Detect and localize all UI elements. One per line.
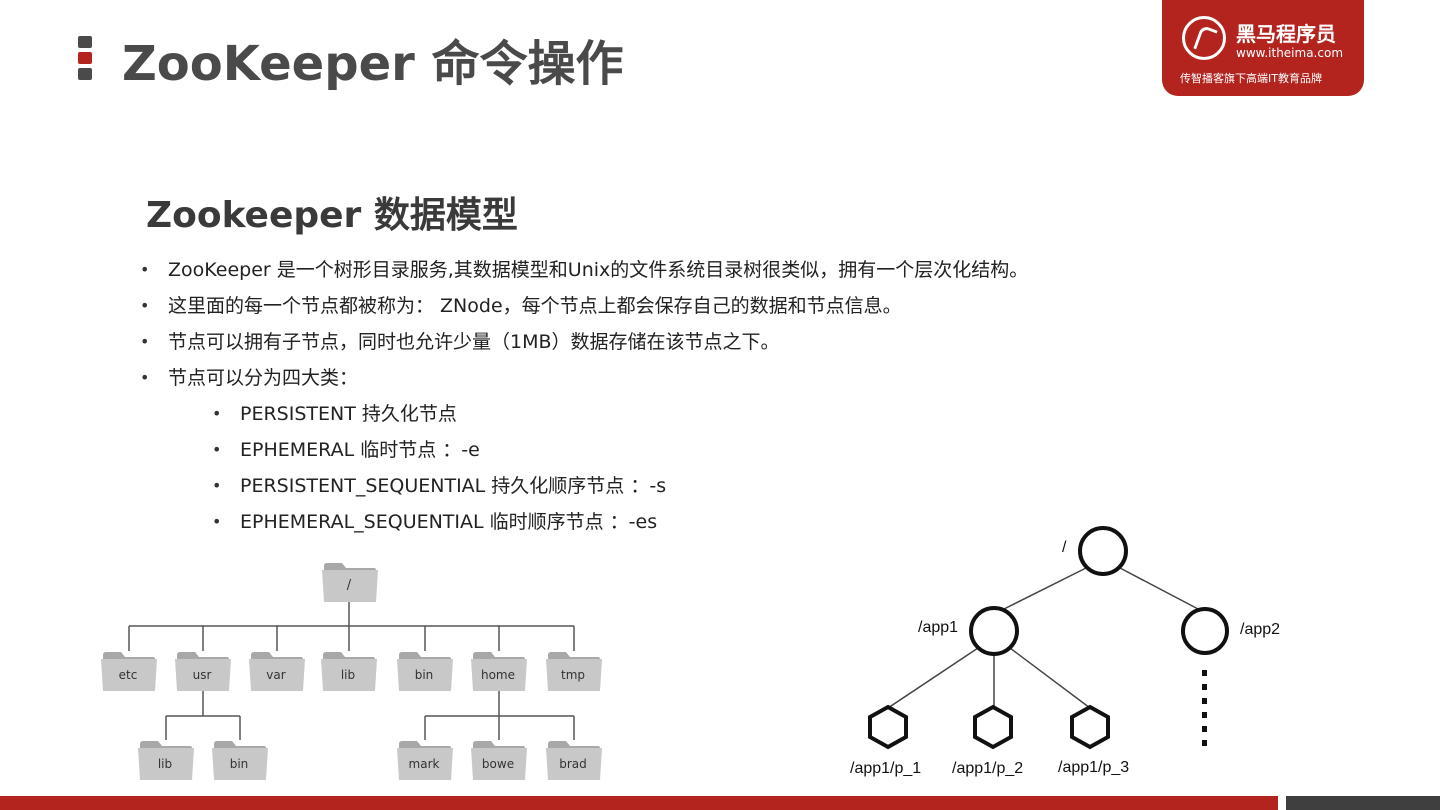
bullet-item: ZooKeeper 是一个树形目录服务,其数据模型和Unix的文件系统目录树很类… <box>140 252 1028 288</box>
sub-bullet-item: EPHEMERAL 临时节点 ：-e <box>212 432 1028 468</box>
folder-icon: lib <box>321 652 377 691</box>
znode-label-app2: /app2 <box>1240 621 1280 638</box>
folder-label: bin <box>415 668 434 682</box>
logo-name: 黑马程序员 <box>1236 22 1336 46</box>
folder-icon: tmp <box>546 652 602 691</box>
znode-p3 <box>1070 704 1110 750</box>
bullet-list: ZooKeeper 是一个树形目录服务,其数据模型和Unix的文件系统目录树很类… <box>140 252 1028 540</box>
folder-icon: mark <box>397 741 453 780</box>
sub-bullet-item: PERSISTENT 持久化节点 <box>212 396 1028 432</box>
bullet-item: 这里面的每一个节点都被称为： ZNode，每个节点上都会保存自己的数据和节点信息… <box>140 288 1028 324</box>
znode-p1 <box>868 704 908 750</box>
ellipsis-dots-icon <box>1202 670 1207 746</box>
title-marker-block-bottom <box>78 68 92 80</box>
title-marker-block-top <box>78 36 92 48</box>
folder-icon: bin <box>212 741 268 780</box>
folder-icon: bowe <box>471 741 527 780</box>
znode-app2 <box>1181 607 1229 655</box>
folder-label: usr <box>193 668 212 682</box>
folder-icon: lib <box>138 741 194 780</box>
znode-label-app1: /app1 <box>918 619 958 636</box>
logo-slogan: 传智播客旗下高端IT教育品牌 <box>1180 72 1322 85</box>
folder-label-root: / <box>347 578 352 593</box>
title-marker <box>78 36 92 84</box>
znode-app1 <box>969 606 1019 656</box>
folder-icon: var <box>249 652 305 691</box>
folder-tree-connectors <box>128 602 575 740</box>
znode-p2 <box>973 704 1013 750</box>
folder-icon: usr <box>175 652 231 691</box>
znode-connectors <box>887 567 1201 709</box>
znode-connector <box>887 647 979 709</box>
horse-logo-icon <box>1182 16 1226 60</box>
footer-bar-dark <box>1286 796 1440 810</box>
section-title: Zookeeper 数据模型 <box>146 195 518 236</box>
folder-label: bowe <box>482 757 514 771</box>
bullet-item: 节点可以分为四大类： <box>140 360 1028 396</box>
folder-label: var <box>266 668 285 682</box>
znode-label-p1: /app1/p_1 <box>850 760 921 777</box>
folder-icon: home <box>471 652 527 691</box>
znode-connector <box>1001 567 1087 611</box>
folder-label: tmp <box>561 668 585 682</box>
folder-label: bin <box>230 757 249 771</box>
brand-logo: 黑马程序员 www.itheima.com 传智播客旗下高端IT教育品牌 <box>1162 0 1364 96</box>
znode-connector <box>1009 647 1091 709</box>
folder-label: lib <box>158 757 172 771</box>
znode-connector <box>1119 567 1201 611</box>
footer-bar-accent <box>0 796 1278 810</box>
folder-icon: etc <box>101 652 157 691</box>
folder-label: lib <box>341 668 355 682</box>
znode-root <box>1078 526 1128 576</box>
page-title: ZooKeeper 命令操作 <box>122 36 624 92</box>
znode-label-p2: /app1/p_2 <box>952 760 1023 777</box>
folder-icon-root: / <box>322 563 378 602</box>
folder-icon: bin <box>397 652 453 691</box>
folder-icon: brad <box>546 741 602 780</box>
znode-label-root: / <box>1062 539 1067 556</box>
sub-bullet-item: EPHEMERAL_SEQUENTIAL 临时顺序节点 ：-es <box>212 504 1028 540</box>
znode-tree-diagram: / /app1 /app2 /app1/p_1 /app1/p_2 /app1/… <box>850 526 1280 777</box>
folder-label: home <box>481 668 515 682</box>
sub-bullet-item: PERSISTENT_SEQUENTIAL 持久化顺序节点 ：-s <box>212 468 1028 504</box>
znode-label-p3: /app1/p_3 <box>1058 759 1129 776</box>
folder-label: brad <box>559 757 587 771</box>
bullet-item: 节点可以拥有子节点，同时也允许少量（1MB）数据存储在该节点之下。 <box>140 324 1028 360</box>
folder-label: mark <box>409 757 440 771</box>
logo-url: www.itheima.com <box>1236 46 1344 60</box>
title-marker-block-middle <box>78 52 92 64</box>
folder-label: etc <box>119 668 138 682</box>
